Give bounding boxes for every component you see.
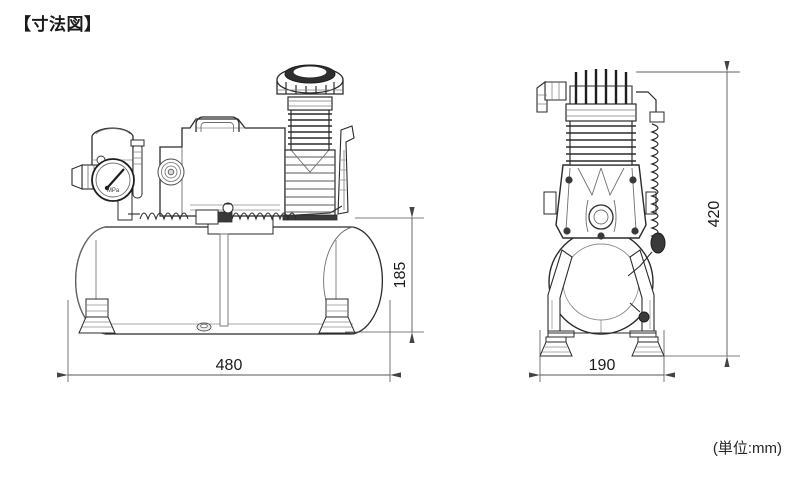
compressor-pump-body [543,164,657,240]
page-title: 【寸法図】 [14,15,102,34]
dimension-480: 480 [57,300,401,382]
end-view: 420 190 [529,61,740,382]
motor-housing [157,116,286,217]
intake-elbow [536,80,567,113]
svg-text:MPa: MPa [107,188,120,194]
air-filter [276,64,344,95]
safety-valve-lever [130,139,145,199]
unit-note: (単位:mm) [712,440,782,457]
dimension-190: 190 [529,330,675,382]
coiled-discharge-tube [627,91,666,323]
dimension-420: 420 [636,61,740,367]
rubber-foot-left [539,336,573,357]
rubber-foot-left [78,240,116,334]
cylinder-head [565,69,637,122]
rubber-foot-right [318,240,356,334]
compressor-cylinder [282,96,338,221]
cylinder-fins [566,119,636,166]
side-view: MPa 480 185 [57,64,424,382]
drain-valve [196,322,212,332]
dimension-190-label: 190 [589,357,616,374]
carry-handle [195,116,240,132]
discharge-guard [337,125,355,215]
dimension-185-label: 185 [392,262,409,289]
dimension-185: 185 [345,207,424,343]
dimension-420-label: 420 [706,201,723,228]
pressure-gauge: MPa [91,158,135,202]
coiled-discharge-tube [128,202,343,225]
rubber-foot-right [631,336,665,357]
dimension-480-label: 480 [216,357,243,374]
air-tank-end [548,229,654,335]
motor-vent-icon [157,158,185,186]
